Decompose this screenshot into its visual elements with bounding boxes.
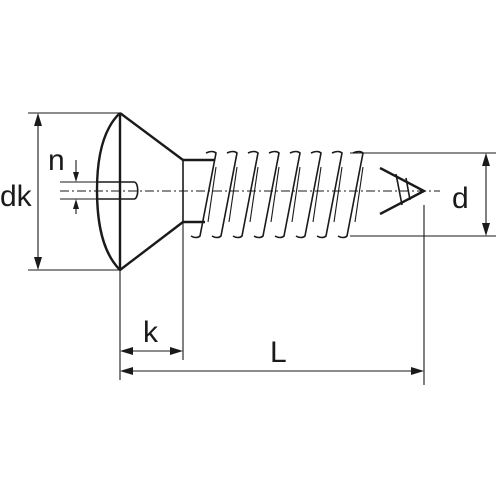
- label-d: d: [452, 182, 469, 215]
- label-n: n: [48, 144, 65, 177]
- thread-flight: [316, 150, 343, 239]
- dimension-l: [120, 205, 425, 385]
- thread-root: [291, 166, 301, 223]
- screw-head: [95, 112, 184, 271]
- label-k: k: [143, 316, 159, 349]
- dimension-k: [119, 222, 184, 380]
- thread-flight: [253, 150, 280, 239]
- thread-root: [312, 166, 322, 223]
- label-l: L: [270, 336, 287, 369]
- thread-flight: [211, 150, 238, 239]
- screw-thread: [190, 150, 364, 239]
- thread-root: [354, 166, 364, 223]
- head-slot: [97, 181, 139, 200]
- thread-root: [270, 166, 280, 223]
- thread-flight: [232, 150, 259, 239]
- thread-root: [228, 166, 238, 223]
- thread-root: [333, 166, 343, 223]
- dimension-d: [350, 152, 496, 237]
- thread-root: [207, 166, 217, 223]
- thread-flight: [295, 150, 322, 239]
- dimension-dk: [28, 112, 120, 271]
- label-dk: dk: [0, 180, 33, 213]
- dimension-n: [60, 160, 97, 214]
- thread-flight: [337, 150, 364, 239]
- thread-flight: [190, 150, 217, 239]
- thread-flight: [274, 150, 301, 239]
- thread-root: [249, 166, 259, 223]
